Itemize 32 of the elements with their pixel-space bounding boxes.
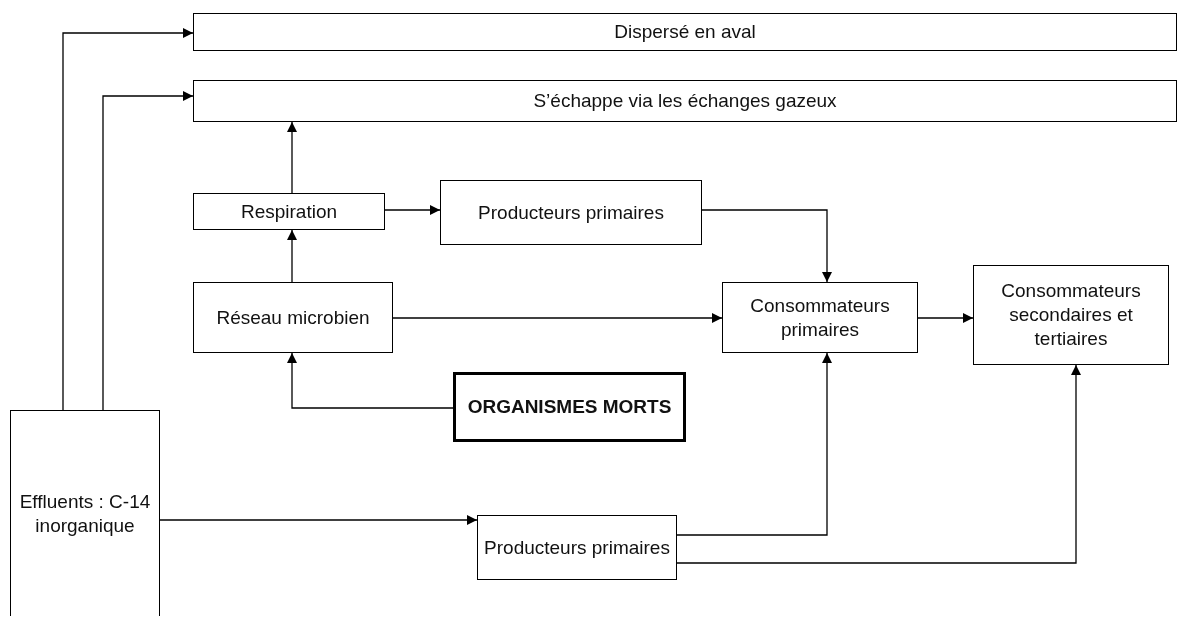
arrow bbox=[676, 352, 832, 536]
process-box bbox=[722, 282, 918, 353]
box-label: S’échappe via les échanges gazeux bbox=[533, 89, 837, 113]
box-label: Dispersé en aval bbox=[614, 20, 756, 44]
arrow bbox=[384, 205, 441, 215]
process-box bbox=[10, 410, 160, 616]
arrow bbox=[102, 91, 194, 411]
process-box bbox=[440, 180, 702, 245]
arrow bbox=[701, 209, 832, 283]
arrow bbox=[287, 229, 297, 283]
box-label: Respiration bbox=[240, 199, 338, 224]
process-box bbox=[193, 13, 1177, 51]
arrow bbox=[917, 313, 974, 323]
arrow bbox=[62, 28, 194, 411]
box-label: Réseau microbien bbox=[216, 305, 370, 330]
arrow bbox=[392, 313, 723, 323]
box-label: ORGANISMES MORTS bbox=[467, 395, 672, 419]
process-box bbox=[193, 282, 393, 353]
arrow bbox=[159, 515, 478, 525]
process-box bbox=[477, 515, 677, 580]
box-label: Producteurs primaires bbox=[478, 200, 664, 225]
process-box bbox=[973, 265, 1169, 365]
box-label: Producteurs primaires bbox=[484, 535, 670, 560]
process-box bbox=[453, 372, 686, 442]
process-box bbox=[193, 193, 385, 230]
arrow bbox=[676, 364, 1081, 564]
box-label: Consommateurs primaires bbox=[749, 293, 891, 342]
arrow bbox=[287, 121, 297, 194]
box-label: Consommateurs secondaires et tertiaires bbox=[1000, 279, 1142, 351]
arrow bbox=[287, 352, 454, 409]
box-label: Effluents : C-14 inorganique bbox=[18, 489, 152, 538]
process-box bbox=[193, 80, 1177, 122]
